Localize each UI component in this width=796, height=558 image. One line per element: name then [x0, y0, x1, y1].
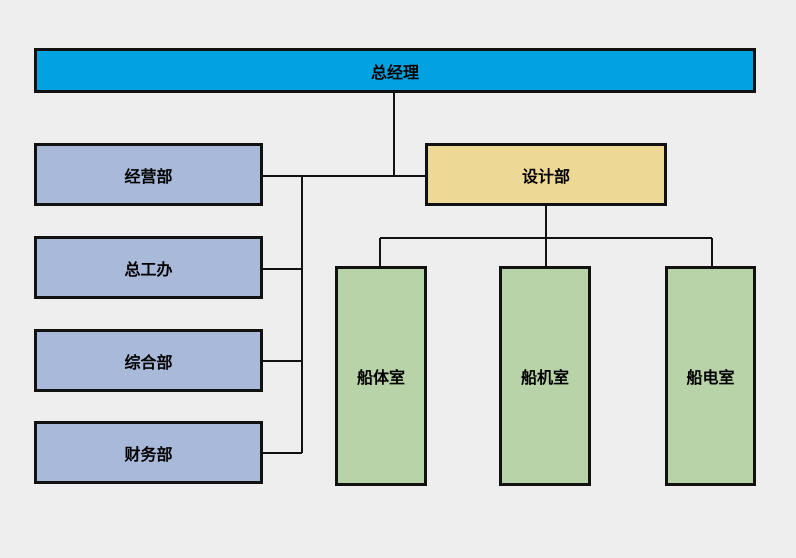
- design-department-box: 设计部: [425, 143, 667, 206]
- dept-label-business: 经营部: [124, 166, 173, 186]
- design-department-label: 设计部: [521, 166, 570, 186]
- office-label-electrical: 船电室: [686, 368, 735, 387]
- dept-label-finance: 财务部: [124, 444, 173, 464]
- office-box-hull: 船体室: [335, 266, 427, 486]
- dept-label-general-affairs: 综合部: [124, 352, 173, 372]
- general-manager-label: 总经理: [370, 62, 419, 82]
- dept-label-chief-engineer-office: 总工办: [124, 259, 173, 279]
- office-label-hull: 船体室: [356, 368, 405, 387]
- office-label-machinery: 船机室: [520, 368, 569, 387]
- dept-box-business: 经营部: [34, 143, 263, 206]
- office-box-machinery: 船机室: [499, 266, 591, 486]
- dept-box-finance: 财务部: [34, 421, 263, 484]
- office-box-electrical: 船电室: [665, 266, 756, 486]
- general-manager-box: 总经理: [34, 48, 756, 93]
- dept-box-general-affairs: 综合部: [34, 329, 263, 392]
- dept-box-chief-engineer-office: 总工办: [34, 236, 263, 299]
